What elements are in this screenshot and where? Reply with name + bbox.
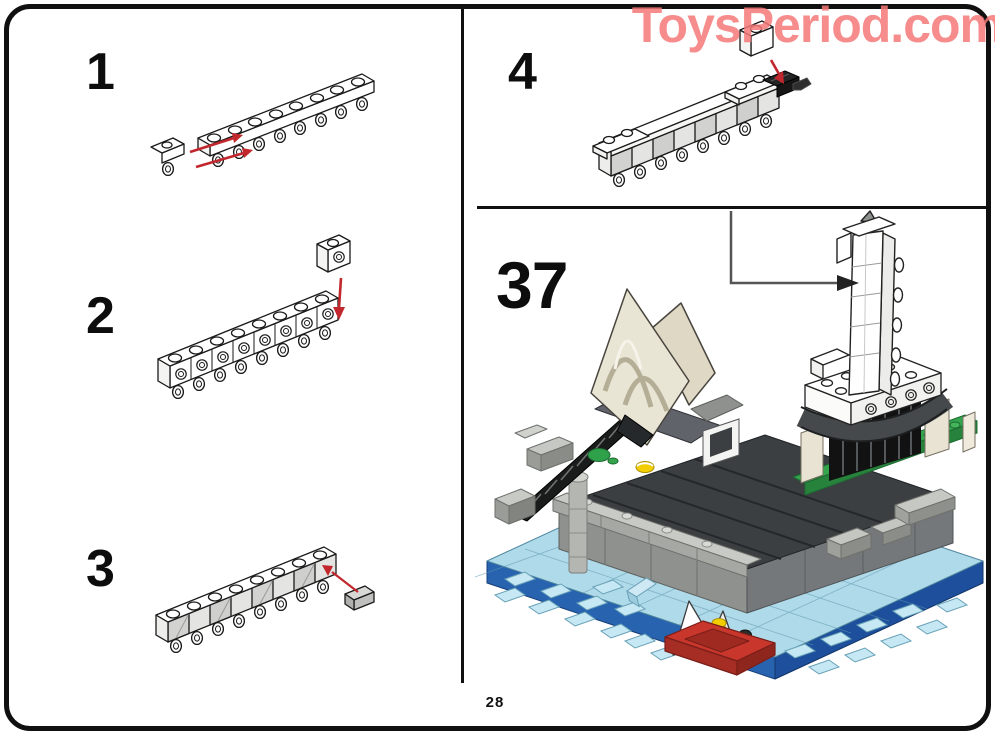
- step-1-diagram: [150, 73, 375, 177]
- wave-tiles: [494, 571, 968, 675]
- step-3-diagram: [155, 546, 375, 654]
- door-frame: [702, 418, 740, 468]
- brick-1x1-white: [739, 20, 774, 57]
- back-left-blocks: [514, 424, 574, 472]
- section-divider-line: [477, 206, 986, 209]
- tilted-wave: [626, 577, 658, 608]
- tower-base: [792, 388, 978, 526]
- white-tower: [836, 210, 905, 396]
- sail-structure: [590, 288, 744, 448]
- step-3-number: 3: [86, 540, 115, 598]
- assembly-with-slopes: [155, 546, 337, 643]
- step-2-diagram: [157, 234, 351, 400]
- red-boat: [664, 600, 776, 676]
- brick-row-1x8: [157, 290, 339, 389]
- step-37-number: 37: [496, 248, 568, 322]
- red-arrow: [333, 277, 345, 320]
- deck-details: [587, 448, 655, 473]
- step-4-diagram: [592, 20, 812, 188]
- ramp-structure: [494, 404, 652, 574]
- step-4-number: 4: [508, 43, 537, 101]
- red-arrow: [769, 59, 784, 84]
- step-37-model: [474, 210, 984, 680]
- red-arrow: [322, 565, 359, 593]
- callout-arrow: [729, 211, 859, 291]
- front-right-blocks: [826, 516, 912, 560]
- plate-1x1-with-clip: [150, 137, 185, 177]
- step-1-number: 1: [86, 43, 115, 101]
- column-divider-line: [461, 9, 464, 683]
- assembly-with-top-plates: [592, 74, 782, 177]
- plate-1x8: [197, 73, 375, 157]
- watermark-text: ToysPeriod.com: [631, 0, 995, 53]
- slope-piece-1x1: [344, 585, 375, 611]
- brick-1x1-headlight: [316, 234, 351, 273]
- red-arrow: [189, 133, 253, 169]
- page-number: 28: [485, 694, 505, 711]
- step-2-number: 2: [86, 287, 115, 345]
